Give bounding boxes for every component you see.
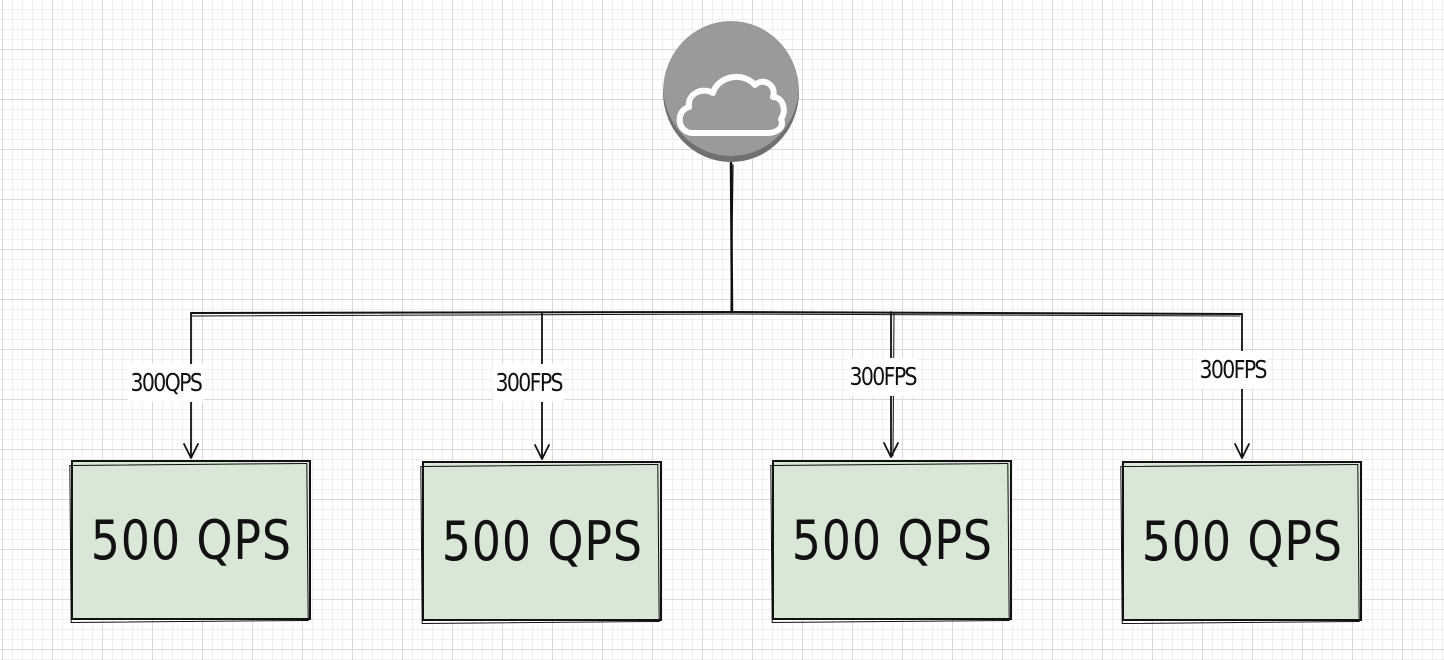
- cloud-source-node[interactable]: [663, 21, 799, 162]
- arrowhead-3: [883, 442, 899, 458]
- server-load-label: 500 QPS: [90, 508, 292, 572]
- edge-label-3: 300FPS: [847, 358, 919, 396]
- cloud-icon: [676, 73, 787, 136]
- arrowhead-1: [183, 443, 199, 459]
- edge-label-1: 300QPS: [128, 364, 204, 402]
- arrowhead-4: [1234, 443, 1250, 459]
- server-box-1[interactable]: 500 QPS: [71, 460, 311, 620]
- bus-line: [190, 311, 1243, 315]
- arrowhead-2: [534, 444, 550, 460]
- server-box-4[interactable]: 500 QPS: [1122, 461, 1362, 621]
- edge-label-4: 300FPS: [1197, 351, 1269, 389]
- server-box-3[interactable]: 500 QPS: [772, 460, 1012, 620]
- server-load-label: 500 QPS: [791, 508, 993, 572]
- server-load-label: 500 QPS: [1141, 509, 1343, 573]
- server-load-label: 500 QPS: [441, 509, 643, 573]
- edge-label-2: 300FPS: [493, 364, 565, 402]
- server-box-2[interactable]: 500 QPS: [422, 461, 662, 621]
